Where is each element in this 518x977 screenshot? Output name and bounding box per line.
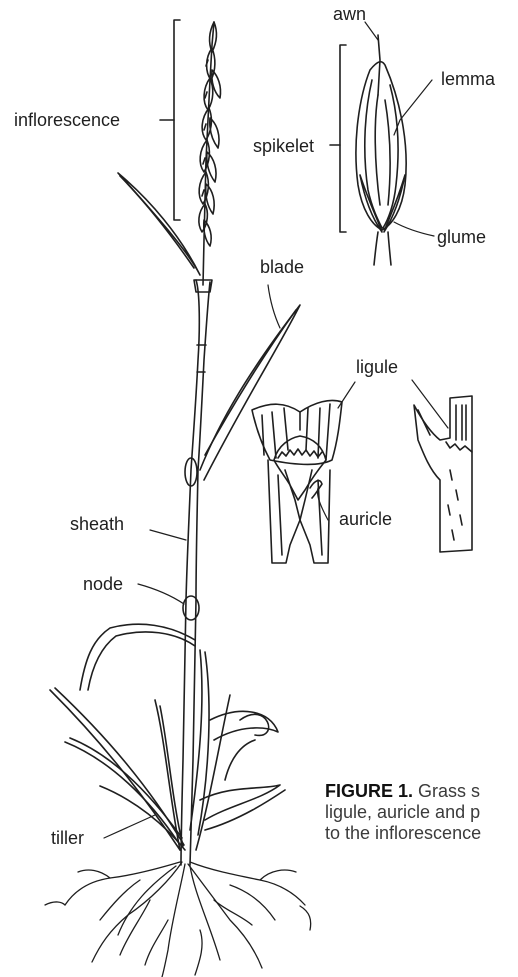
blade-leaf (200, 305, 300, 480)
label-awn: awn (333, 5, 366, 23)
spikelet-bracket (330, 45, 346, 232)
ligule-detail-side (414, 396, 472, 552)
label-blade: blade (260, 258, 304, 276)
flag-leaf (118, 173, 200, 275)
node-leader (138, 584, 184, 604)
ligule-leader-right (412, 380, 448, 428)
label-node: node (83, 575, 123, 593)
basal-leaves (50, 624, 285, 850)
label-auricle: auricle (339, 510, 392, 528)
caption-title: FIGURE 1. (325, 781, 413, 801)
caption-line1: Grass s (413, 781, 480, 801)
blade-leader (268, 285, 280, 328)
ligule-auricle-detail-front (252, 400, 342, 563)
label-spikelet: spikelet (253, 137, 314, 155)
caption-line2: ligule, auricle and p (325, 802, 481, 823)
inflorescence (199, 22, 221, 285)
label-ligule: ligule (356, 358, 398, 376)
caption-line3: to the inflorescence (325, 823, 481, 844)
ligule-leader-left (338, 382, 355, 408)
roots (45, 862, 311, 977)
label-lemma: lemma (441, 70, 495, 88)
label-tiller: tiller (51, 829, 84, 847)
label-inflorescence: inflorescence (14, 111, 120, 129)
spikelet-detail (356, 35, 406, 265)
label-glume: glume (437, 228, 486, 246)
awn-leader (365, 22, 378, 40)
label-sheath: sheath (70, 515, 124, 533)
glume-leader (394, 222, 434, 236)
figure-caption: FIGURE 1. Grass s ligule, auricle and p … (325, 781, 481, 844)
sheath-leader (150, 530, 186, 540)
tiller-leader (104, 815, 155, 838)
inflorescence-bracket (160, 20, 180, 220)
